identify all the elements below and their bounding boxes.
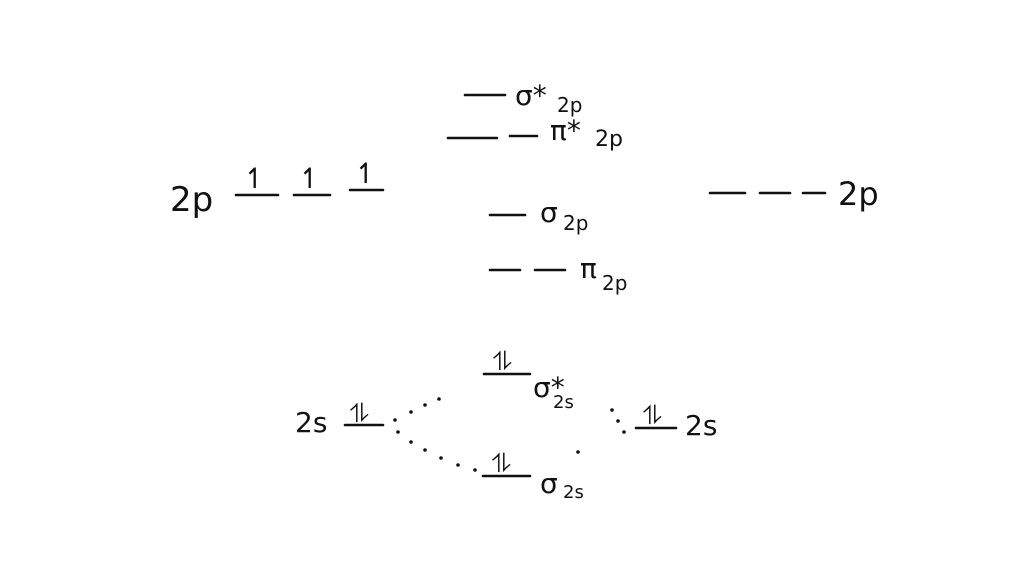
sigma-2s-subscript: 2s	[563, 482, 584, 503]
sigma-star-2p-subscript: 2p	[557, 93, 582, 117]
left-2p-electron-3: ↿	[354, 157, 377, 190]
sigma-star-2s-subscript: 2s	[553, 392, 574, 413]
left-2p-electron-1: ↿	[243, 162, 266, 195]
sigma-2s-symbol: σ	[540, 467, 558, 500]
pi-2p-subscript: 2p	[602, 271, 627, 295]
sigma-star-2p-symbol: σ*	[515, 79, 547, 112]
sigma-2p-symbol: σ	[540, 196, 558, 229]
sigma-star-2s-electrons: ⥮	[493, 347, 512, 377]
sigma-2s-electrons: ⥮	[492, 449, 511, 479]
right-2p-label: 2p	[838, 175, 879, 213]
pi-star-2p-subscript: 2p	[595, 127, 623, 152]
left-2p-electron-2: ↿	[298, 162, 321, 195]
left-2s-electrons: ⥮	[350, 399, 369, 429]
pi-star-2p-symbol: π*	[550, 114, 581, 147]
left-2p-label: 2p	[170, 180, 213, 220]
correlation-dots	[393, 397, 626, 472]
pi-2p-symbol: π	[580, 252, 597, 285]
sigma-2p-subscript: 2p	[563, 211, 588, 235]
sigma-star-2s-symbol: σ*	[533, 371, 565, 404]
right-2s-electrons: ⥮	[643, 401, 662, 431]
right-2s-label: 2s	[685, 409, 717, 442]
left-2s-label: 2s	[295, 406, 327, 439]
